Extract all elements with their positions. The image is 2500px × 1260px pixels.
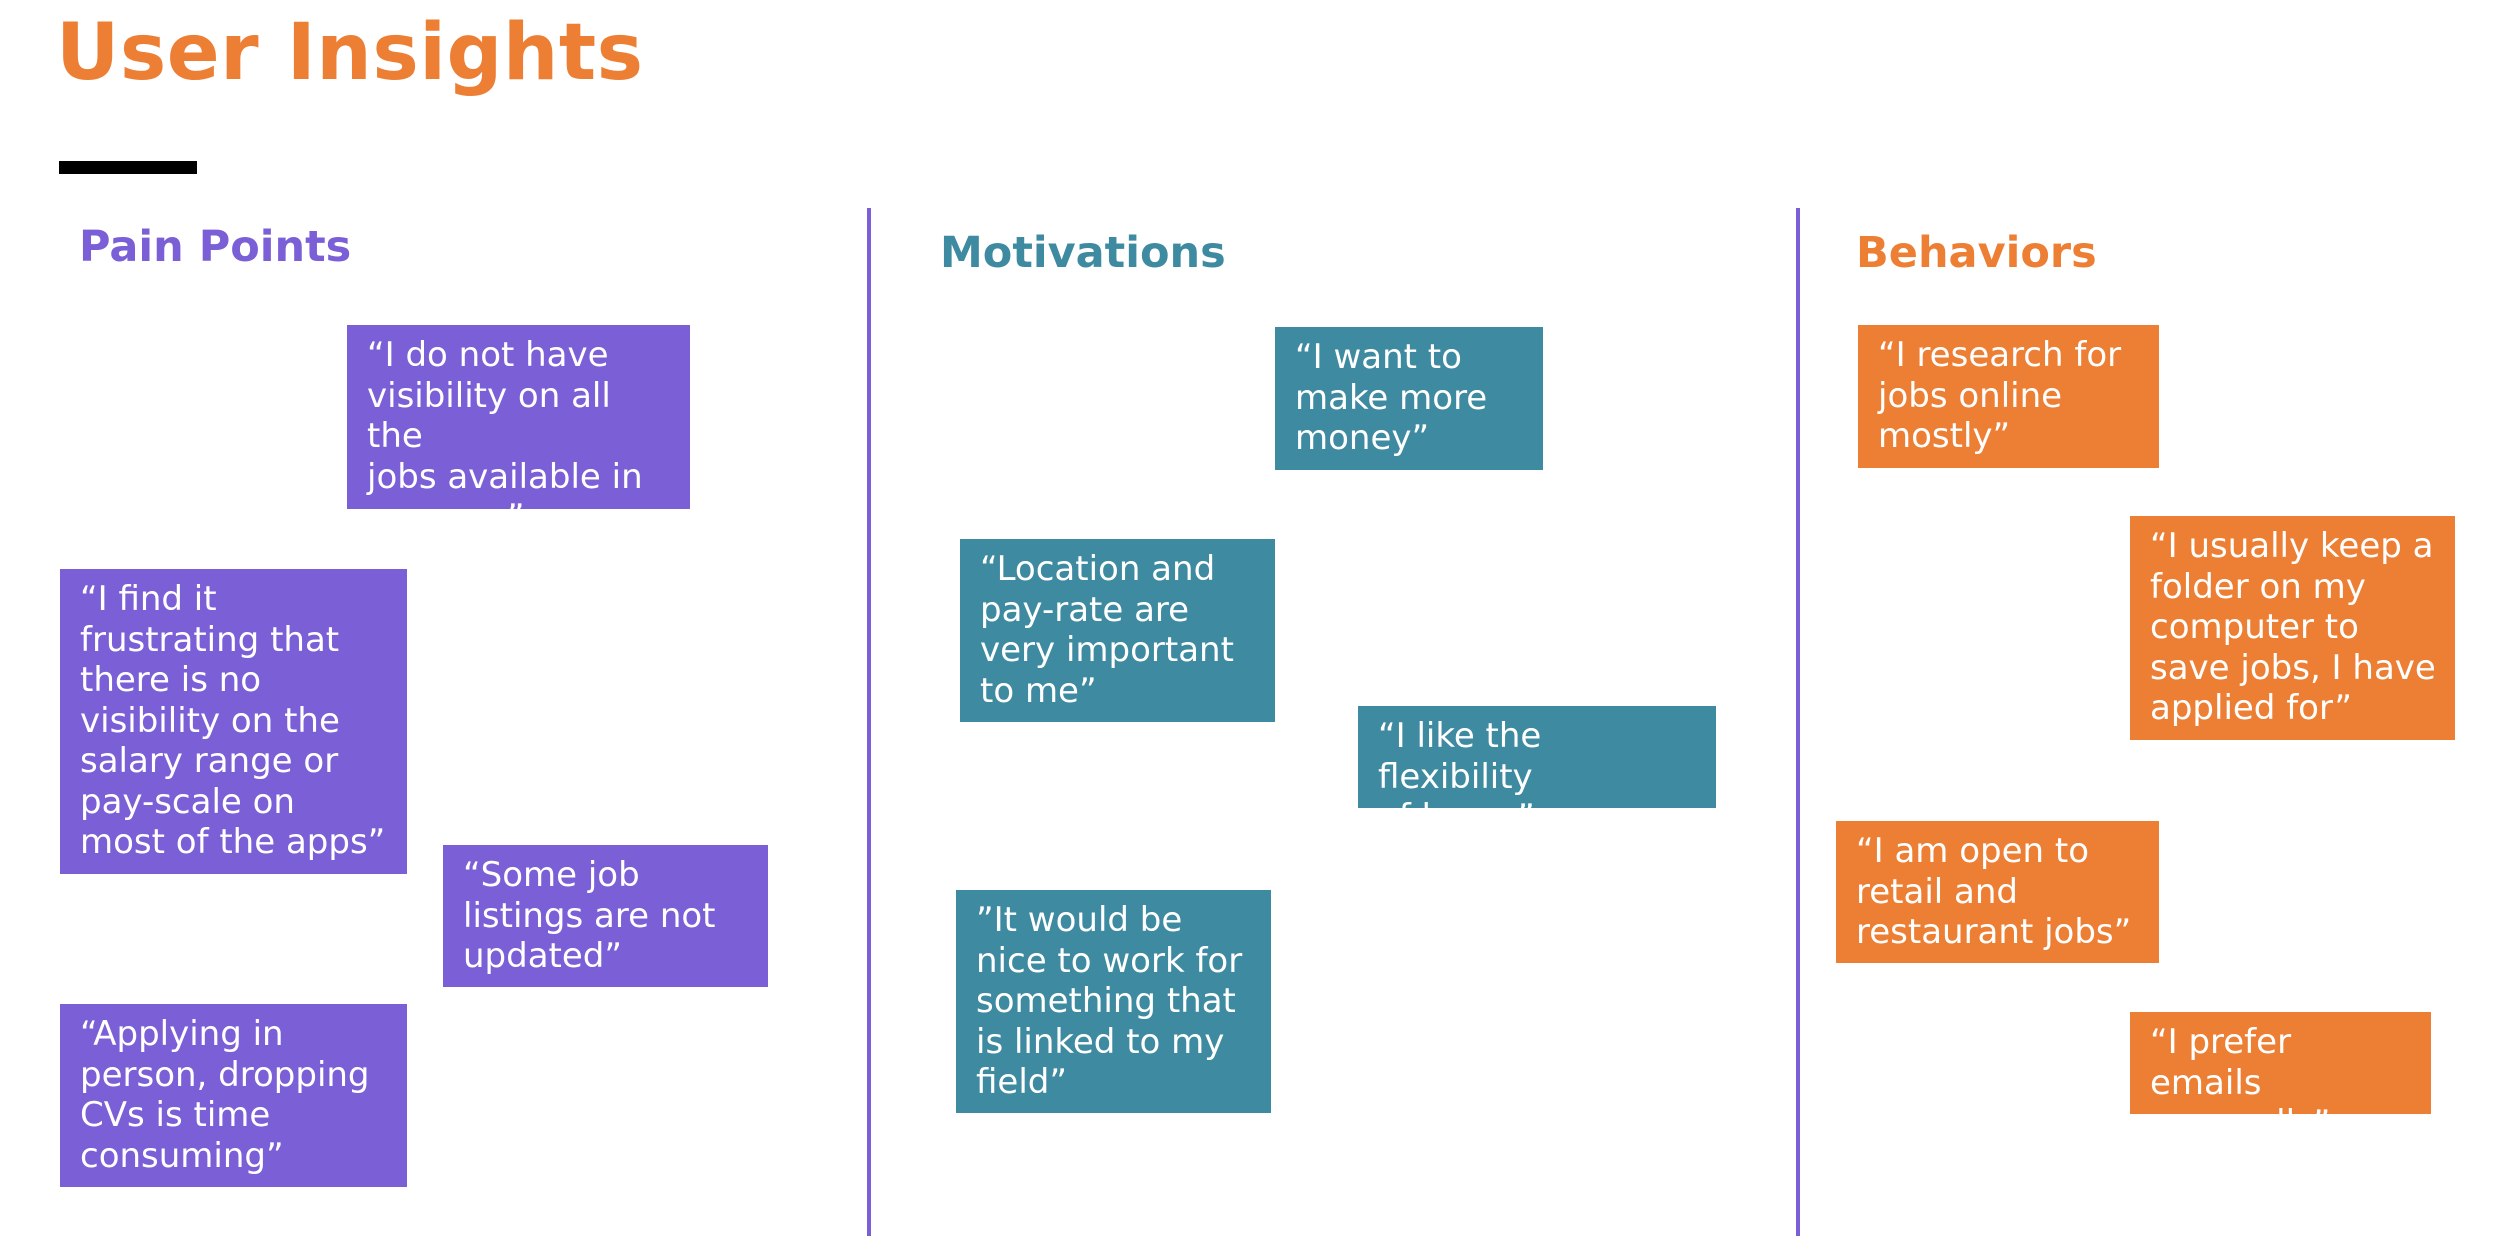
- sticky-note-pain-3: “Some job listings are not updated”: [443, 845, 768, 987]
- page-title: User Insights: [56, 8, 644, 98]
- sticky-note-pain-1: “I do not have visibility on all the job…: [347, 325, 690, 537]
- heading-pain-points: Pain Points: [79, 222, 352, 272]
- sticky-note-motivation-4: ”It would be nice to work for something …: [956, 890, 1271, 1113]
- sticky-note-motivation-3: “I like the flexibility of hours”: [1358, 706, 1716, 837]
- sticky-note-pain-2: “I find it frustrating that there is no …: [60, 569, 407, 874]
- sticky-note-motivation-2: “Location and pay-rate are very importan…: [960, 539, 1275, 722]
- title-underline: [59, 161, 197, 174]
- sticky-note-pain-4: “Applying in person, dropping CVs is tim…: [60, 1004, 407, 1187]
- sticky-note-motivation-1: “I want to make more money”: [1275, 327, 1543, 470]
- sticky-note-behavior-4: “I prefer emails over calls”: [2130, 1012, 2431, 1143]
- column-divider-right: [1796, 208, 1800, 1236]
- heading-motivations: Motivations: [940, 228, 1226, 278]
- sticky-note-behavior-3: “I am open to retail and restaurant jobs…: [1836, 821, 2159, 963]
- sticky-note-behavior-2: “I usually keep a folder on my computer …: [2130, 516, 2455, 740]
- sticky-note-behavior-1: “I research for jobs online mostly”: [1858, 325, 2159, 468]
- column-divider-left: [867, 208, 871, 1236]
- heading-behaviors: Behaviors: [1856, 228, 2097, 278]
